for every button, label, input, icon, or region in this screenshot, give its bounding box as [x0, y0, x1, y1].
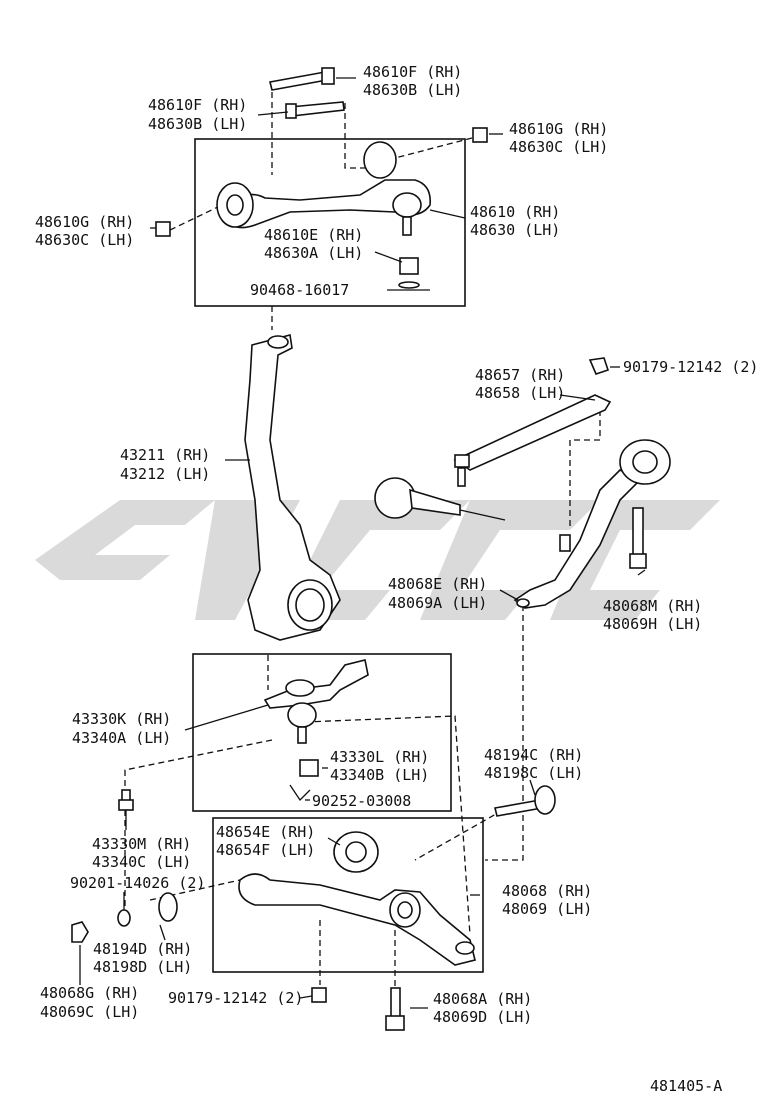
strut-bar-bolt-part — [629, 507, 647, 569]
upper-nut-right-part — [472, 127, 488, 143]
label-lower-arm: 48068 (RH)48069 (LH) — [502, 882, 592, 918]
label-strut-bar: 48068E (RH)48069A (LH) — [388, 575, 487, 612]
knuckle-part — [244, 334, 341, 641]
lower-arm-bolt-part — [385, 987, 405, 1031]
label-upper-arm-bolt-top: 48610F (RH)48630B (LH) — [363, 63, 462, 99]
lower-ball-joint-box — [192, 653, 452, 812]
camber-cam-part — [158, 892, 178, 922]
label-washer: 90201-14026 (2) — [70, 874, 205, 892]
upper-castle-nut-part — [398, 257, 420, 289]
label-strut-bar-nut: 90179-12142 (2) — [623, 358, 758, 376]
label-upper-arm-nut-left: 48610G (RH)48630C (LH) — [35, 213, 134, 249]
lower-ball-bolt-part — [118, 789, 134, 811]
strut-bar-nut-part — [588, 357, 610, 375]
label-lower-ball-bolt: 43330M (RH)43340C (LH) — [92, 835, 191, 871]
assembly-lines — [124, 92, 601, 990]
camber-bolt-part — [494, 785, 556, 817]
label-upper-arm-bolt: 48610F (RH)48630B (LH) — [148, 96, 247, 133]
label-upper-ball-joint-nut: 48610E (RH)48630A (LH) — [264, 226, 363, 262]
label-lower-cotter-pin: 90252-03008 — [312, 792, 411, 810]
strut-bar-bracket-part — [453, 394, 612, 487]
label-lower-arm-bushing: 48654E (RH)48654F (LH) — [216, 823, 315, 859]
lower-arm-bushing-part — [333, 831, 379, 873]
label-lower-arm-bolt-nut: 90179-12142 (2) — [168, 989, 303, 1007]
lower-castle-nut-part — [289, 759, 319, 802]
upper-nut-left-part — [155, 221, 171, 237]
label-upper-arm: 48610 (RH)48630 (LH) — [470, 203, 560, 239]
label-lower-arm-bolt: 48068A (RH)48069D (LH) — [433, 990, 532, 1026]
label-strut-bar-bolt: 48068M (RH)48069H (LH) — [603, 597, 702, 633]
lower-arm-nut-part — [71, 921, 89, 943]
leader-lines — [79, 77, 646, 1009]
label-knuckle: 43211 (RH)43212 (LH) — [120, 446, 210, 483]
washer-part — [117, 909, 131, 927]
upper-arm-box — [194, 138, 466, 307]
lower-ball-joint-part — [263, 659, 369, 744]
label-lower-arm-nut: 48068G (RH)48069C (LH) — [40, 984, 139, 1021]
upper-arm-bolt-top-part — [269, 67, 335, 91]
label-camber-bolt: 48194C (RH)48198C (LH) — [484, 746, 583, 782]
upper-arm-bolt-part — [285, 101, 345, 119]
part-labels: 48610F (RH)48630B (LH) 48610F (RH)48630B… — [35, 63, 758, 1095]
strut-bar-part — [513, 439, 671, 609]
label-strut-bar-bracket: 48657 (RH)48658 (LH) — [475, 366, 565, 402]
footer-code: 481405-A — [650, 1077, 722, 1095]
lower-arm-box — [212, 817, 484, 973]
label-upper-arm-nut-right: 48610G (RH)48630C (LH) — [509, 120, 608, 156]
upper-arm-part — [216, 141, 432, 236]
label-upper-cotter-pin: 90468-16017 — [250, 281, 349, 299]
lower-bolt-nut-part — [311, 987, 327, 1003]
label-camber-cam: 48194D (RH)48198D (LH) — [93, 940, 192, 976]
label-lower-ball-joint-nut: 43330L (RH)43340B (LH) — [330, 748, 429, 784]
label-lower-ball-joint: 43330K (RH)43340A (LH) — [72, 710, 171, 747]
lower-arm-part — [238, 873, 476, 966]
stabilizer-link-part — [374, 477, 506, 521]
